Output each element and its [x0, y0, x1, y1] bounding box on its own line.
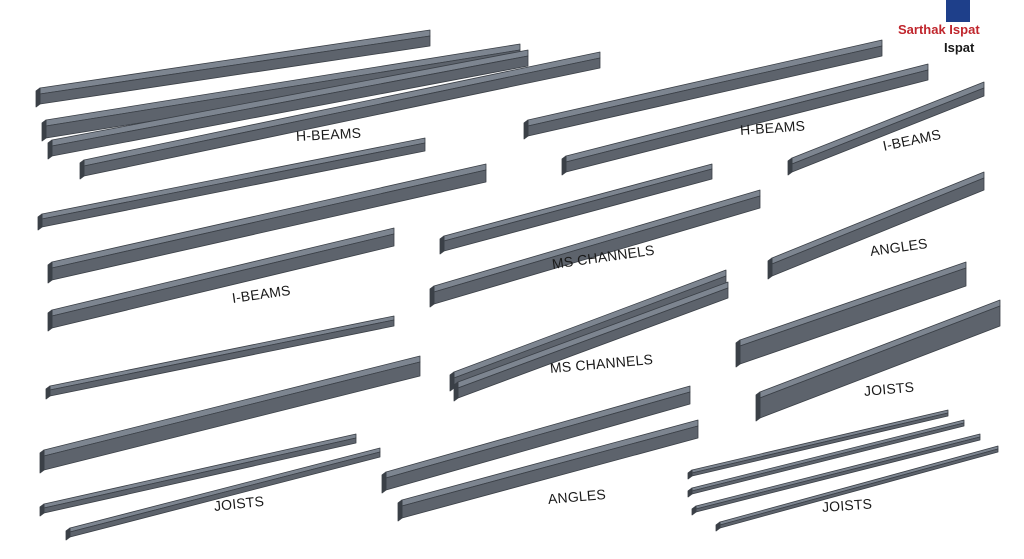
joist-7-end [687, 469, 693, 480]
i-beam-4-side [51, 233, 395, 329]
joist-10-end [715, 521, 721, 532]
h-beam-5-end [523, 119, 529, 140]
joist-5-end [735, 339, 741, 368]
joist-10-side [719, 448, 999, 529]
h-beam-3-end [47, 139, 53, 160]
joist-8-top [691, 419, 965, 492]
brand-flag-icon [946, 0, 970, 22]
angle-1-side [771, 177, 985, 277]
ms-channel-3-end [449, 371, 455, 392]
brand-name: Sarthak Ispat [898, 22, 980, 37]
joist-4-end [65, 527, 71, 541]
angle-3-end [397, 499, 403, 522]
ms-channel-4-end [453, 381, 459, 402]
joist-9-end [691, 505, 697, 516]
h-beam-4-end [79, 159, 85, 180]
i-beam-1-end [787, 157, 793, 176]
joist-2-top [43, 355, 421, 457]
i-beam-4-end [47, 309, 53, 332]
joist-6-end [755, 391, 761, 422]
ms-channel-4-side [457, 287, 729, 399]
joist-8-end [687, 487, 693, 498]
brand-subtitle: Ispat [944, 40, 975, 55]
i-beam-2-end [37, 213, 43, 231]
brand-logo: Sarthak Ispat Ispat [898, 0, 1024, 62]
h-beam-5-top [527, 39, 883, 127]
joist-8-side [691, 422, 965, 495]
h-beam-1-end [35, 87, 41, 108]
h-beam-2-end [41, 119, 47, 142]
angle-2-end [381, 471, 387, 494]
i-beam-3-end [47, 261, 53, 284]
ms-channel-2-end [429, 285, 435, 308]
joist-1-end [45, 385, 51, 400]
h-beams-label-1: H-BEAMS [295, 124, 362, 144]
joist-2-end [39, 449, 45, 474]
joist-3-end [39, 503, 45, 517]
h-beam-3-side [51, 55, 529, 157]
h-beam-6-end [561, 155, 567, 176]
ms-channel-1-end [439, 235, 445, 255]
angle-1-end [767, 257, 773, 280]
joist-7-side [691, 412, 949, 477]
i-beam-2-side [41, 142, 426, 228]
joist-7-top [691, 409, 949, 474]
